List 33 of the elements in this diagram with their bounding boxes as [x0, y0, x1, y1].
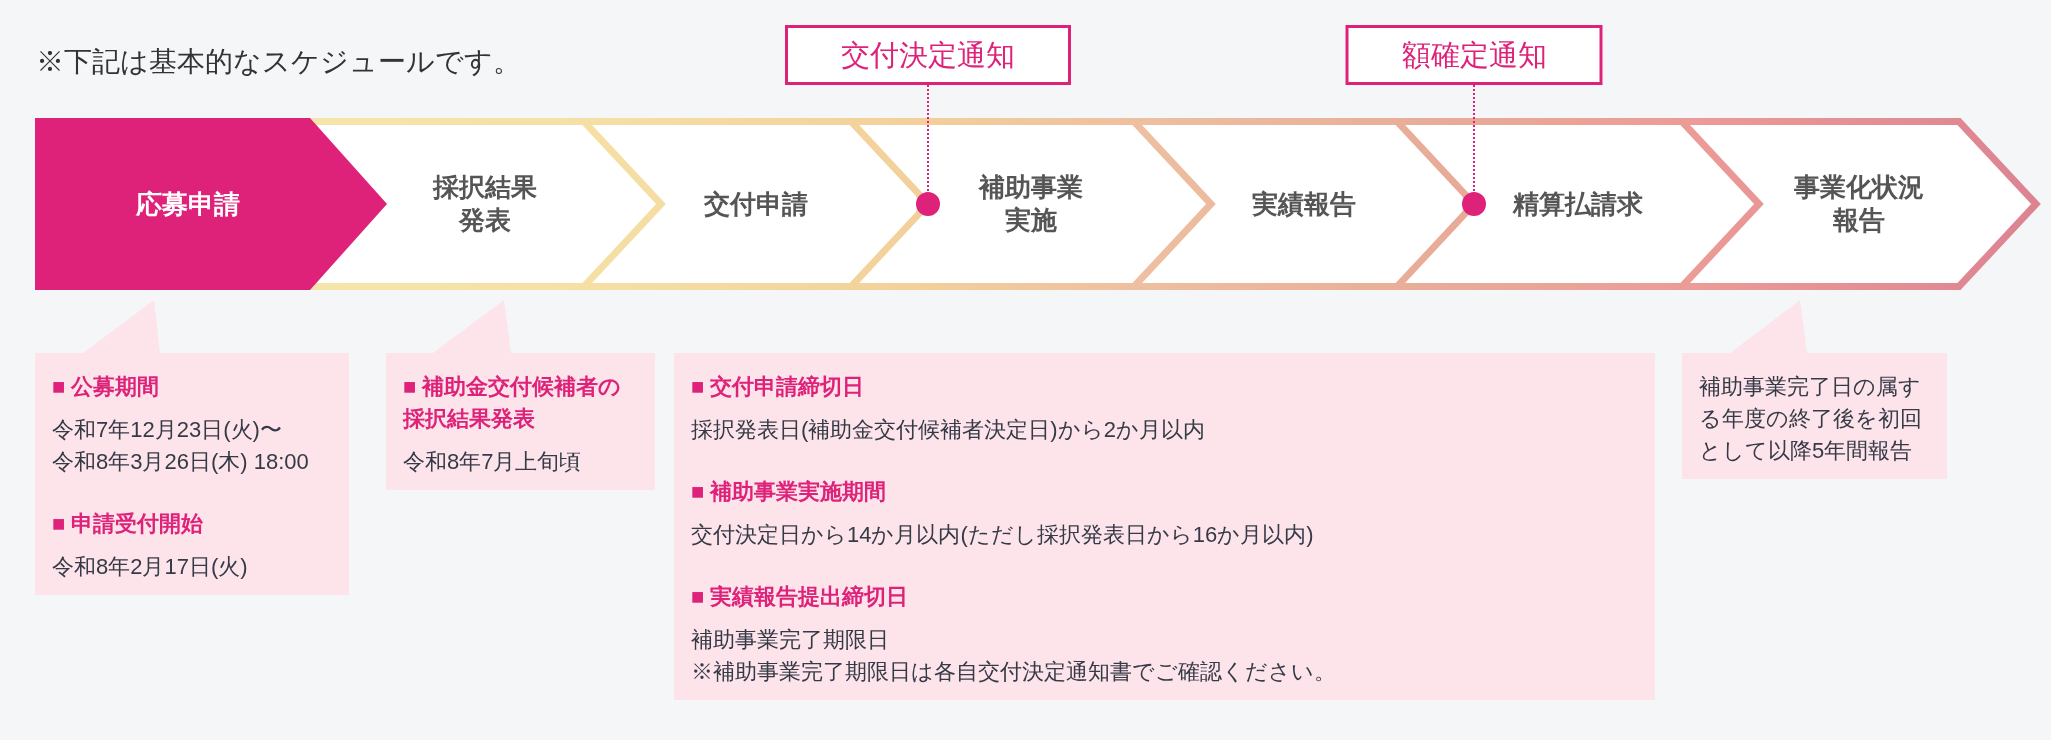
section-heading: ■ 交付申請締切日 — [691, 373, 866, 401]
step-label: 採択結果発表 — [431, 171, 539, 237]
section-heading: ■ 補助金交付候補者の採択結果発表 — [403, 373, 623, 433]
step-label: 事業化状況報告 — [1793, 171, 1925, 237]
section-heading: ■ 申請受付開始 — [52, 510, 205, 538]
chevron-step — [1134, 118, 1462, 290]
notice-box — [785, 25, 1071, 85]
section-heading: ■ 公募期間 — [52, 373, 161, 401]
note-text: 令和8年7月上旬頃 — [403, 448, 583, 476]
chevron-step — [1682, 118, 2042, 290]
chevron-step — [35, 118, 387, 290]
note-text: ※補助事業完了期限日は各自交付決定通知書でご確認ください。 — [691, 658, 1337, 686]
section-heading: ■ 補助事業実施期間 — [691, 478, 888, 506]
section-heading: ■ 実績報告提出締切日 — [691, 583, 910, 611]
note-text: 採択発表日(補助金交付候補者決定日)から2か月以内 — [691, 416, 1206, 444]
notice-label: 額確定通知 — [1401, 38, 1547, 73]
step-label: 実績報告 — [1252, 187, 1356, 221]
step-label: 応募申請 — [135, 187, 240, 221]
step-label: 交付申請 — [704, 187, 808, 221]
note-text: 令和7年12月23日(火)〜 — [52, 416, 283, 444]
note-text: 令和8年3月26日(木) 18:00 — [52, 448, 310, 476]
step-label: 補助事業実施 — [977, 171, 1084, 237]
step-label: 精算払請求 — [1513, 187, 1643, 221]
note-text: 補助事業完了期限日 — [691, 626, 890, 654]
note-text: 交付決定日から14か月以内(ただし採択発表日から16か月以内) — [691, 521, 1315, 549]
note-text: 補助事業完了日の属する年度の終了後を初回として以降5年間報告 — [1699, 373, 1923, 465]
chevron-step — [584, 118, 916, 290]
note-text: 令和8年2月17日(火) — [52, 553, 249, 581]
title-text: ※下記は基本的なスケジュールです。 — [36, 45, 521, 79]
notice-box — [1345, 25, 1603, 85]
notice-label: 交付決定通知 — [841, 38, 1015, 73]
leader-line — [927, 84, 929, 193]
leader-line — [1473, 84, 1475, 193]
